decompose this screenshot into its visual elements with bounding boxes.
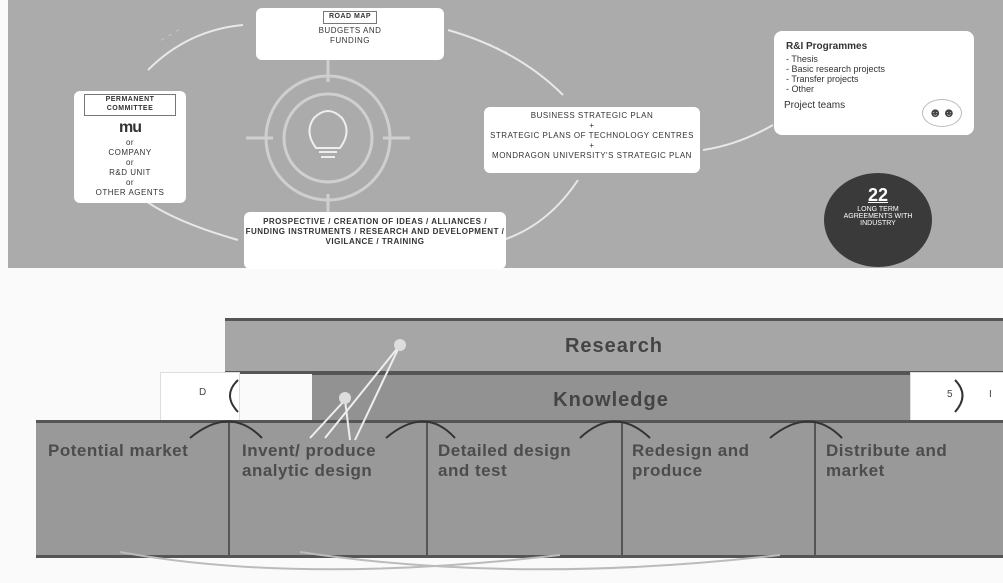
rd-programmes-box: R&I Programmes Thesis Basic research pro… <box>774 31 974 135</box>
committee-line-4: or <box>125 177 135 187</box>
committee-line-1: COMPANY <box>108 147 152 157</box>
lightbulb-icon <box>308 110 348 158</box>
programmes-title: R&I Programmes <box>786 41 868 52</box>
knowledge-label: Knowledge <box>553 389 669 411</box>
stage-redesign-produce: Redesign and produce <box>632 441 750 481</box>
business-strategic-box: BUSINESS STRATEGIC PLAN + STRATEGIC PLAN… <box>484 107 700 173</box>
committee-line-3: R&D UNIT <box>109 167 151 177</box>
people-icon: ☻☻ <box>922 99 962 127</box>
committee-line-2: or <box>125 157 135 167</box>
committee-line-0: or <box>125 137 135 147</box>
project-teams-label: Project teams <box>784 100 846 111</box>
arrow-roadmap-to-business <box>447 29 564 96</box>
research-band: Research <box>225 318 1003 374</box>
business-line-4: MONDRAGON UNIVERSITY'S STRATEGIC PLAN <box>492 151 692 160</box>
prospective-body: PROSPECTIVE / CREATION OF IDEAS / ALLIAN… <box>245 217 505 246</box>
business-line-0: BUSINESS STRATEGIC PLAN <box>530 111 654 120</box>
stage-potential-market: Potential market <box>48 441 189 460</box>
mondragon-logo: mu <box>119 118 142 136</box>
business-line-2: STRATEGIC PLANS OF TECHNOLOGY CENTRES <box>490 131 694 140</box>
strategy-cycle-panel: → → → → → → ROAD MAP BUDGETS AND FUNDING… <box>8 0 1003 269</box>
programme-item: Other <box>786 84 974 94</box>
stage-distribute-market: Distribute and market <box>826 441 948 481</box>
research-label: Research <box>564 335 664 357</box>
road-map-body: BUDGETS AND FUNDING <box>318 25 382 45</box>
business-line-1: + <box>589 121 595 130</box>
road-map-box: ROAD MAP BUDGETS AND FUNDING <box>256 8 444 60</box>
left-tag: D <box>199 387 207 398</box>
innovation-stages: Potential market Invent/ produce analyti… <box>36 420 1003 558</box>
arrow-to-programmes <box>702 124 774 151</box>
permanent-committee-box: PERMANENT COMMITTEE mu or COMPANY or R&D… <box>74 91 186 203</box>
cycle-arrows <box>137 24 774 241</box>
prospective-box: PROSPECTIVE / CREATION OF IDEAS / ALLIAN… <box>244 212 506 269</box>
programme-item: Basic research projects <box>786 64 974 74</box>
right-tag: 5 <box>947 389 953 400</box>
right-tag-box: 5 I <box>910 372 1003 422</box>
left-tag-box: D <box>160 372 240 422</box>
programme-item: Thesis <box>786 54 974 64</box>
committee-line-5: OTHER AGENTS <box>95 187 165 197</box>
agreements-text: LONG TERM AGREEMENTS WITH INDUSTRY <box>843 206 913 227</box>
right-tag-2: I <box>989 389 992 400</box>
knowledge-band: Knowledge <box>312 372 910 428</box>
arrow-business-to-prospective <box>502 179 579 241</box>
programme-item: Transfer projects <box>786 74 974 84</box>
arrow-committee-to-roadmap <box>147 24 244 71</box>
programmes-list: Thesis Basic research projects Transfer … <box>786 54 974 94</box>
road-map-title: ROAD MAP <box>322 11 378 24</box>
stage-invent-produce: Invent/ produce analytic design <box>242 441 377 481</box>
committee-title: PERMANENT COMMITTEE <box>84 94 176 116</box>
agreements-number: 22 <box>867 185 889 205</box>
agreements-badge: 22 LONG TERM AGREEMENTS WITH INDUSTRY <box>824 173 932 267</box>
business-line-3: + <box>589 141 595 150</box>
stage-detailed-design: Detailed design and test <box>438 441 572 481</box>
